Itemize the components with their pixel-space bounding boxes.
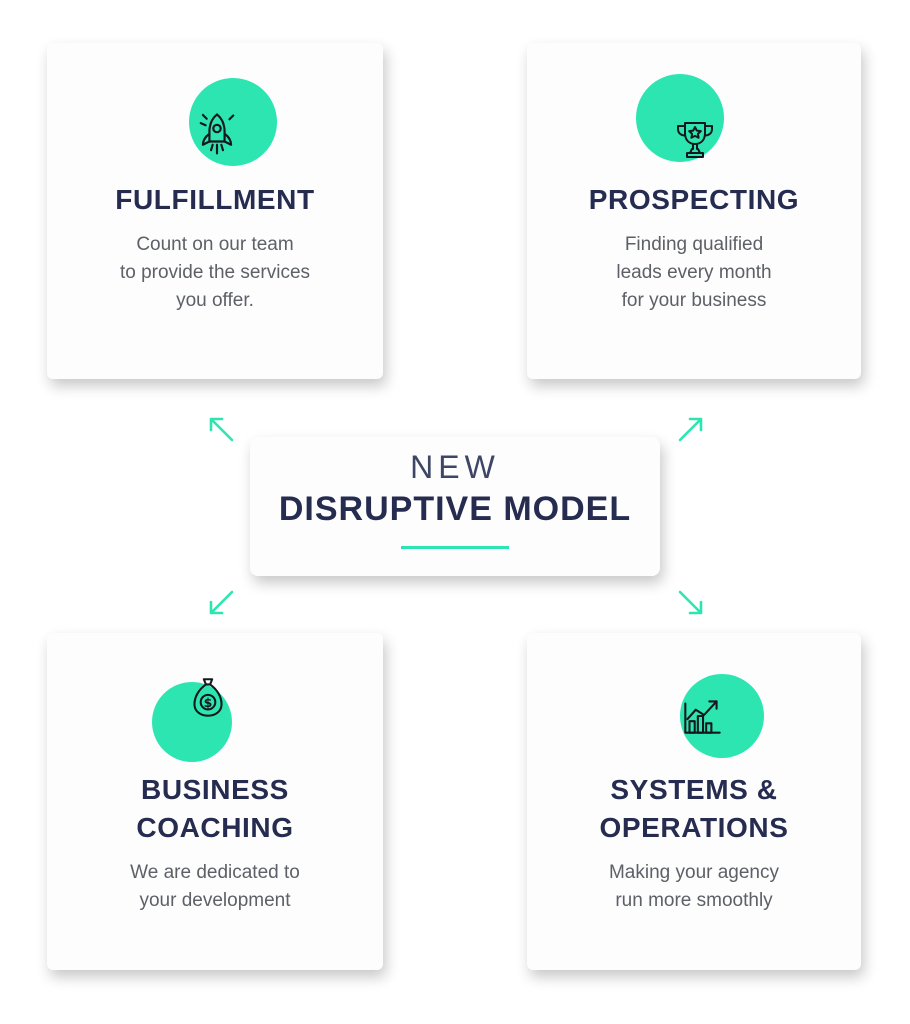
card-business-coaching: $ BUSINESS COACHING We are dedicated to …	[47, 633, 383, 970]
chart-icon	[677, 691, 727, 741]
trophy-icon	[671, 116, 719, 164]
fulfillment-description: Count on our team to provide the service…	[119, 233, 311, 312]
rocket-icon	[191, 109, 243, 161]
coaching-icon-area: $	[47, 633, 383, 771]
arrow-up-left-icon	[202, 410, 236, 444]
coaching-title: BUSINESS COACHING	[136, 774, 294, 843]
accent-circle	[680, 674, 764, 758]
arrow-down-left-icon	[202, 588, 236, 622]
accent-underline	[401, 546, 509, 549]
systems-description: Making your agency run more smoothly	[608, 861, 780, 911]
systems-icon-area	[527, 633, 861, 771]
prospecting-title: PROSPECTING	[588, 184, 800, 215]
center-subtitle: NEW	[410, 449, 500, 485]
card-systems-operations: SYSTEMS & OPERATIONS Making your agency …	[527, 633, 861, 970]
systems-title: SYSTEMS & OPERATIONS	[599, 774, 789, 843]
arrow-up-right-icon	[676, 410, 710, 444]
arrow-down-right-icon	[676, 588, 710, 622]
accent-circle	[189, 78, 277, 166]
prospecting-icon-area	[527, 43, 861, 181]
prospecting-description: Finding qualified leads every month for …	[616, 233, 772, 312]
coaching-description: We are dedicated to your development	[130, 861, 300, 911]
money-bag-icon: $	[183, 673, 233, 723]
fulfillment-icon-area	[47, 43, 383, 181]
card-fulfillment: FULFILLMENT Count on our team to provide…	[47, 43, 383, 379]
accent-circle	[636, 74, 724, 162]
fulfillment-title: FULFILLMENT	[115, 184, 315, 215]
center-title: DISRUPTIVE MODEL	[278, 490, 632, 528]
card-prospecting: PROSPECTING Finding qualified leads ever…	[527, 43, 861, 379]
center-box: NEW DISRUPTIVE MODEL	[250, 437, 660, 576]
svg-text:$: $	[204, 695, 213, 710]
